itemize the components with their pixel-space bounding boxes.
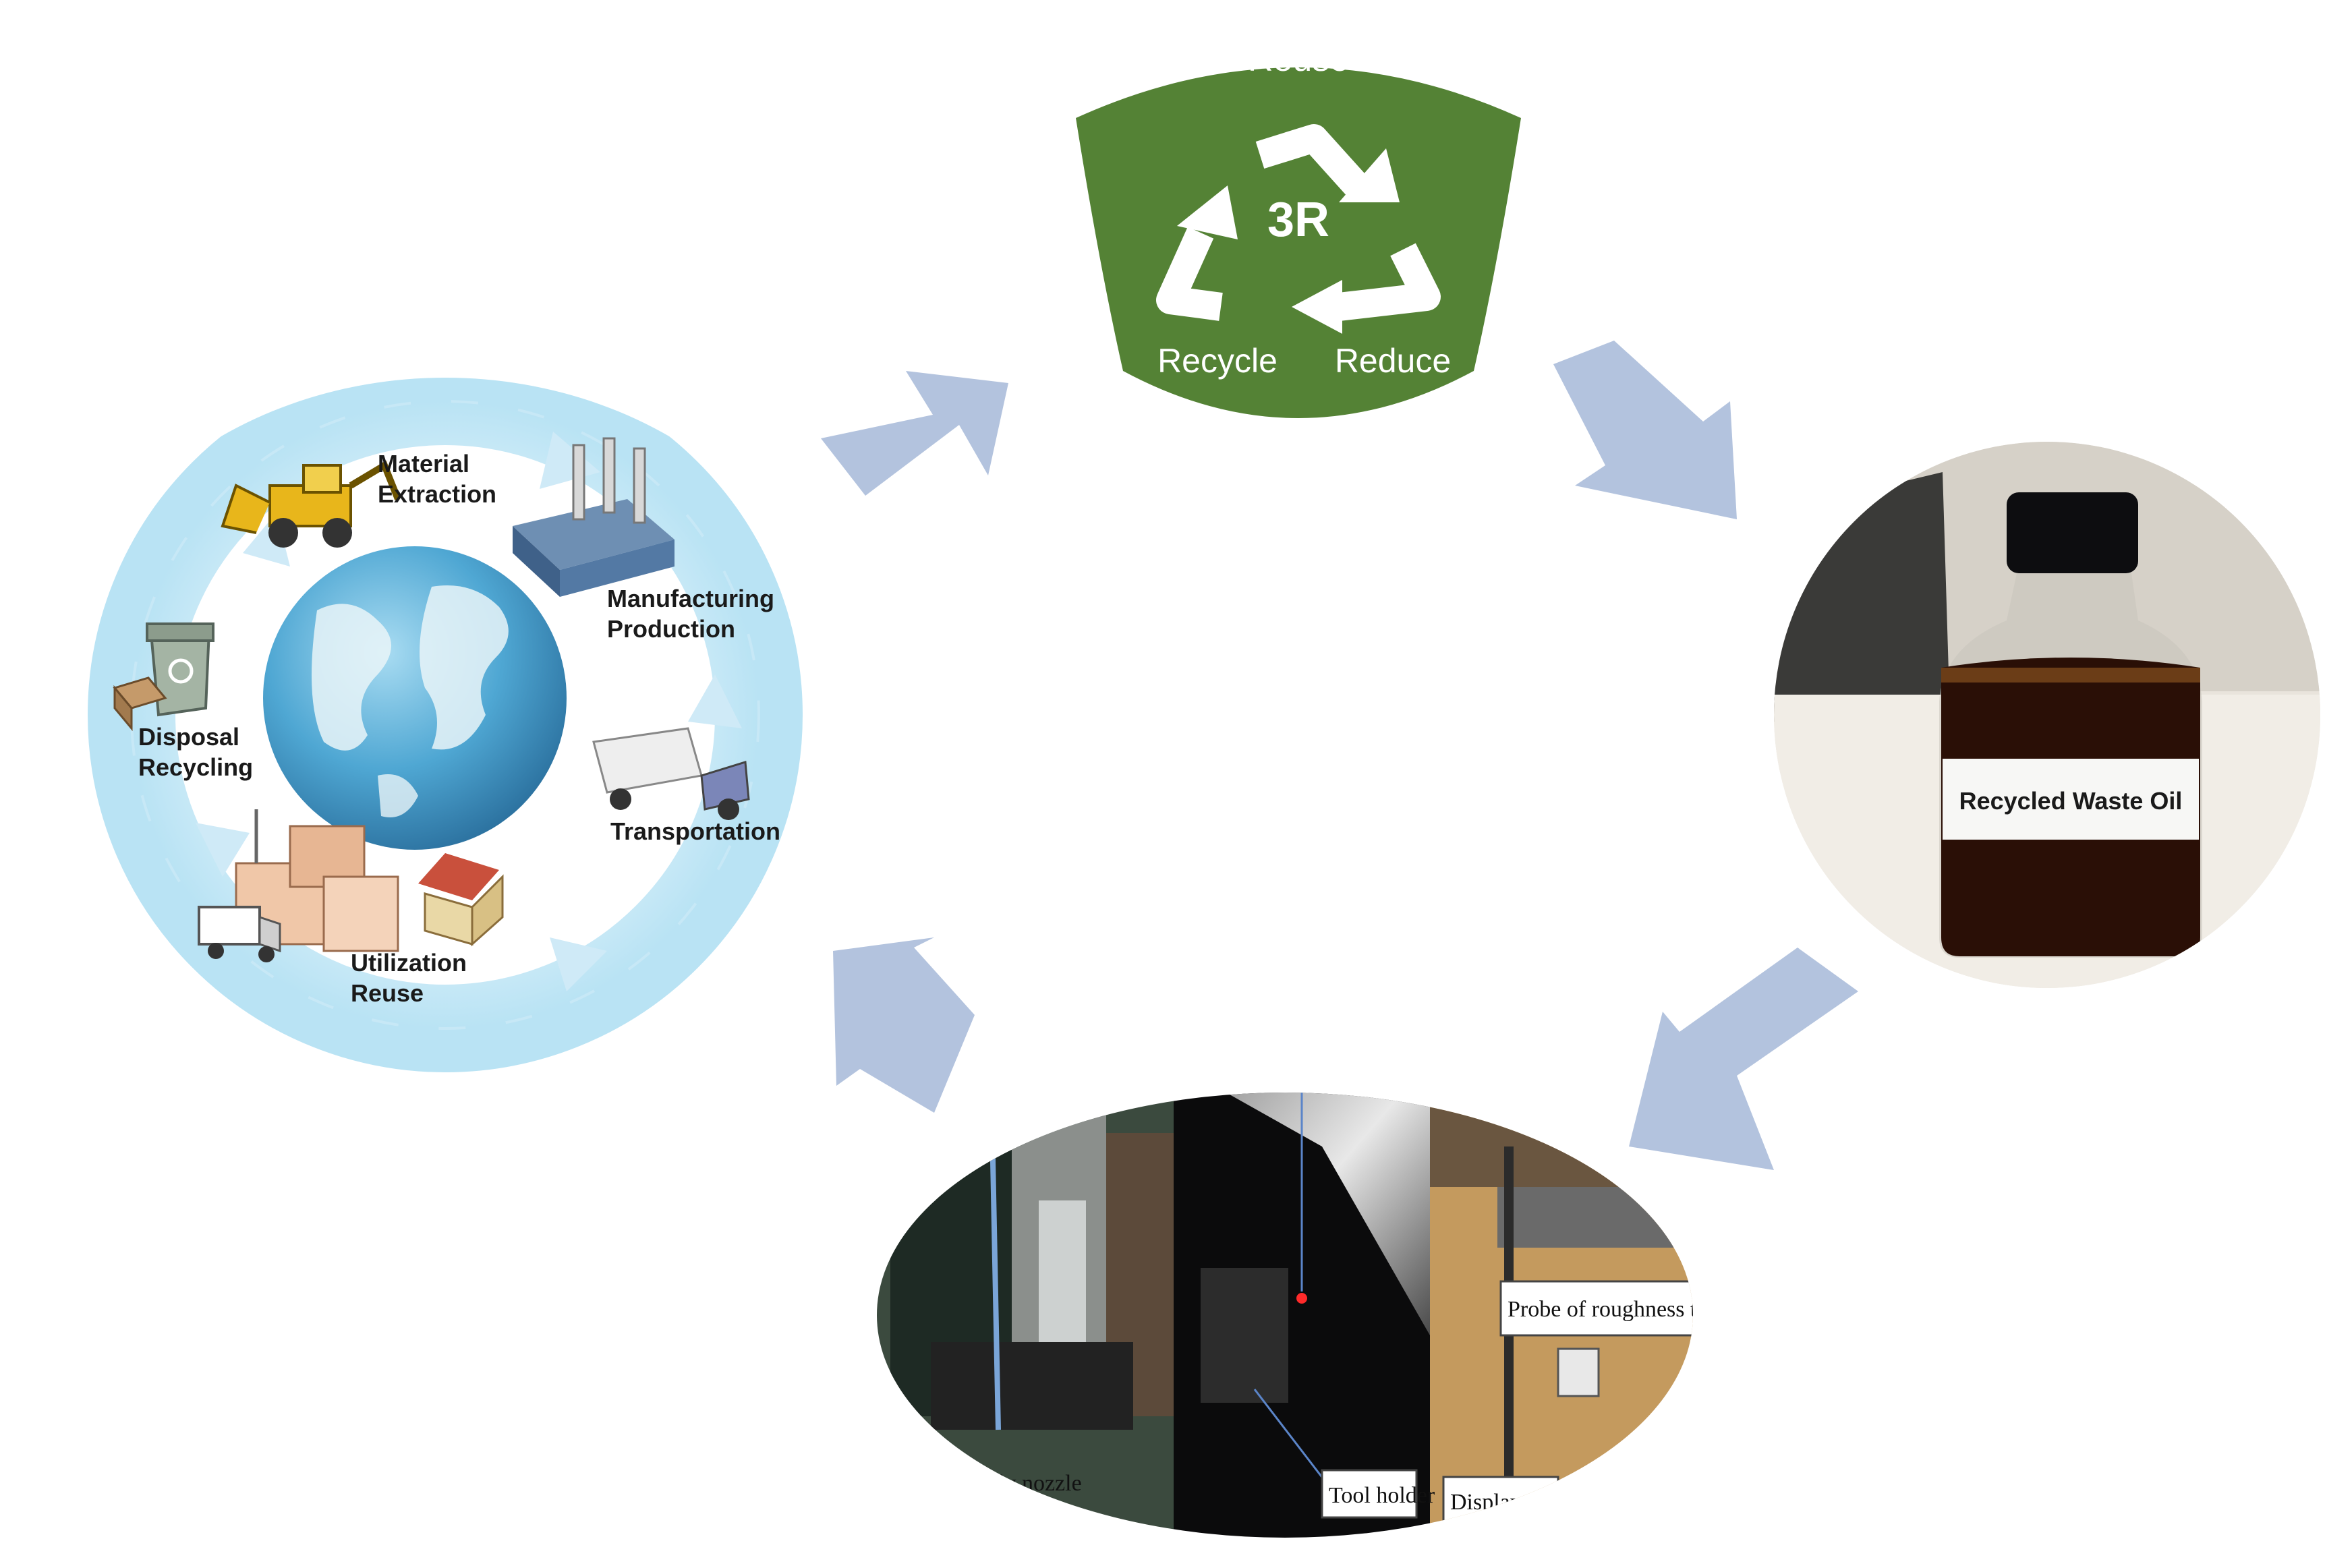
label-recycling: Recycling: [138, 753, 253, 781]
bottle-label-text: Recycled Waste Oil: [1959, 787, 2183, 815]
van-icon: [198, 906, 281, 962]
recycle-arrows-icon: [1156, 124, 1441, 334]
label-disposal: Disposal: [138, 723, 239, 751]
globe-icon: [263, 546, 567, 850]
label-reuse: Reuse: [351, 979, 424, 1007]
arrow-to-lifecycle: [833, 937, 975, 1113]
arrow-to-bottle: [1553, 341, 1737, 519]
display-label: Display of: [1450, 1490, 1547, 1515]
buildings-icon: [235, 809, 399, 952]
arrow-to-machining: [1629, 948, 1858, 1170]
arrow-to-3r: [821, 371, 1008, 496]
tool-holder-label: Tool holder: [1329, 1483, 1435, 1508]
excavator-icon: [221, 460, 401, 548]
label-extraction: Extraction: [378, 480, 496, 508]
label-production: Production: [607, 615, 735, 643]
machining-collage: Thermometer Laser from side Probe of rou…: [877, 1045, 1740, 1538]
oil-bottle-image: Recycled Waste Oil: [1774, 442, 2320, 988]
badge-top-label: Reuse: [1248, 40, 1349, 79]
label-material: Material: [378, 450, 469, 477]
3r-badge: Reuse 3R Recycle Reduce: [1076, 40, 1521, 418]
badge-center-label: 3R: [1267, 193, 1329, 247]
truck-icon: [592, 727, 750, 820]
factory-icon: [513, 437, 674, 597]
label-transportation: Transportation: [610, 817, 780, 845]
probe-label: Probe of roughness tester: [1508, 1297, 1740, 1322]
bottle-label: [1943, 759, 2199, 840]
label-utilization: Utilization: [351, 949, 467, 977]
badge-left-label: Recycle: [1157, 342, 1278, 380]
box-icon: [113, 676, 167, 732]
nozzle-label: ly nozzle: [998, 1471, 1082, 1496]
lifecycle-image: Material Extraction Manufacturing Produc…: [40, 378, 850, 1079]
house-icon: [418, 853, 504, 947]
badge-right-label: Reduce: [1335, 342, 1451, 380]
thermometer-label: Thermometer Laser from side: [1234, 1045, 1509, 1070]
label-manufacturing: Manufacturing: [607, 585, 774, 612]
